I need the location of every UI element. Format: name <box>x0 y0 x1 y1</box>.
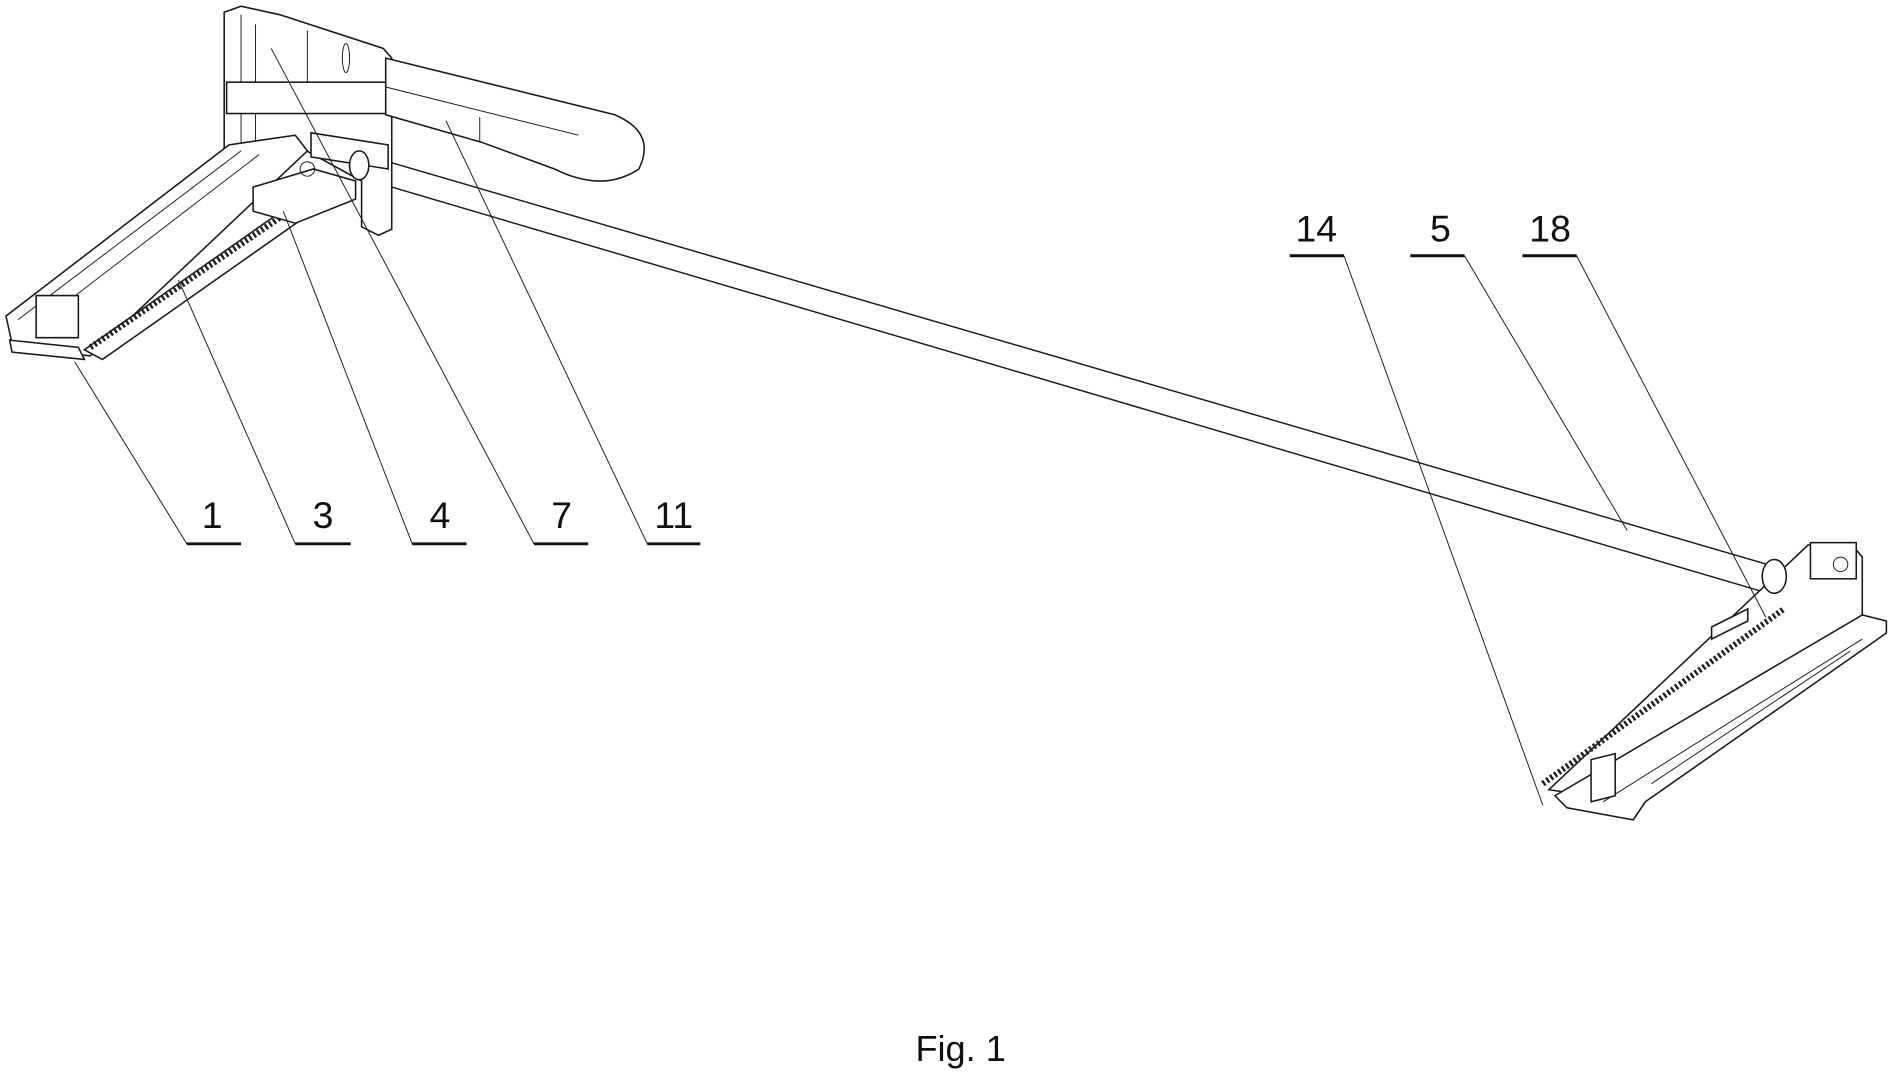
label-1: 1 <box>202 494 223 536</box>
label-14: 14 <box>1295 207 1337 249</box>
connecting-rod <box>358 152 1768 592</box>
label-3: 3 <box>313 494 334 536</box>
figure-caption: Fig. 1 <box>915 1028 1005 1069</box>
leader-lines <box>74 48 1767 806</box>
label-4: 4 <box>430 494 451 536</box>
label-11: 11 <box>654 494 693 536</box>
label-7: 7 <box>551 494 572 536</box>
label-5: 5 <box>1430 207 1451 249</box>
label-18: 18 <box>1529 207 1571 249</box>
left-rail-assembly <box>5 5 645 361</box>
right-rail-assembly <box>1541 541 1888 821</box>
